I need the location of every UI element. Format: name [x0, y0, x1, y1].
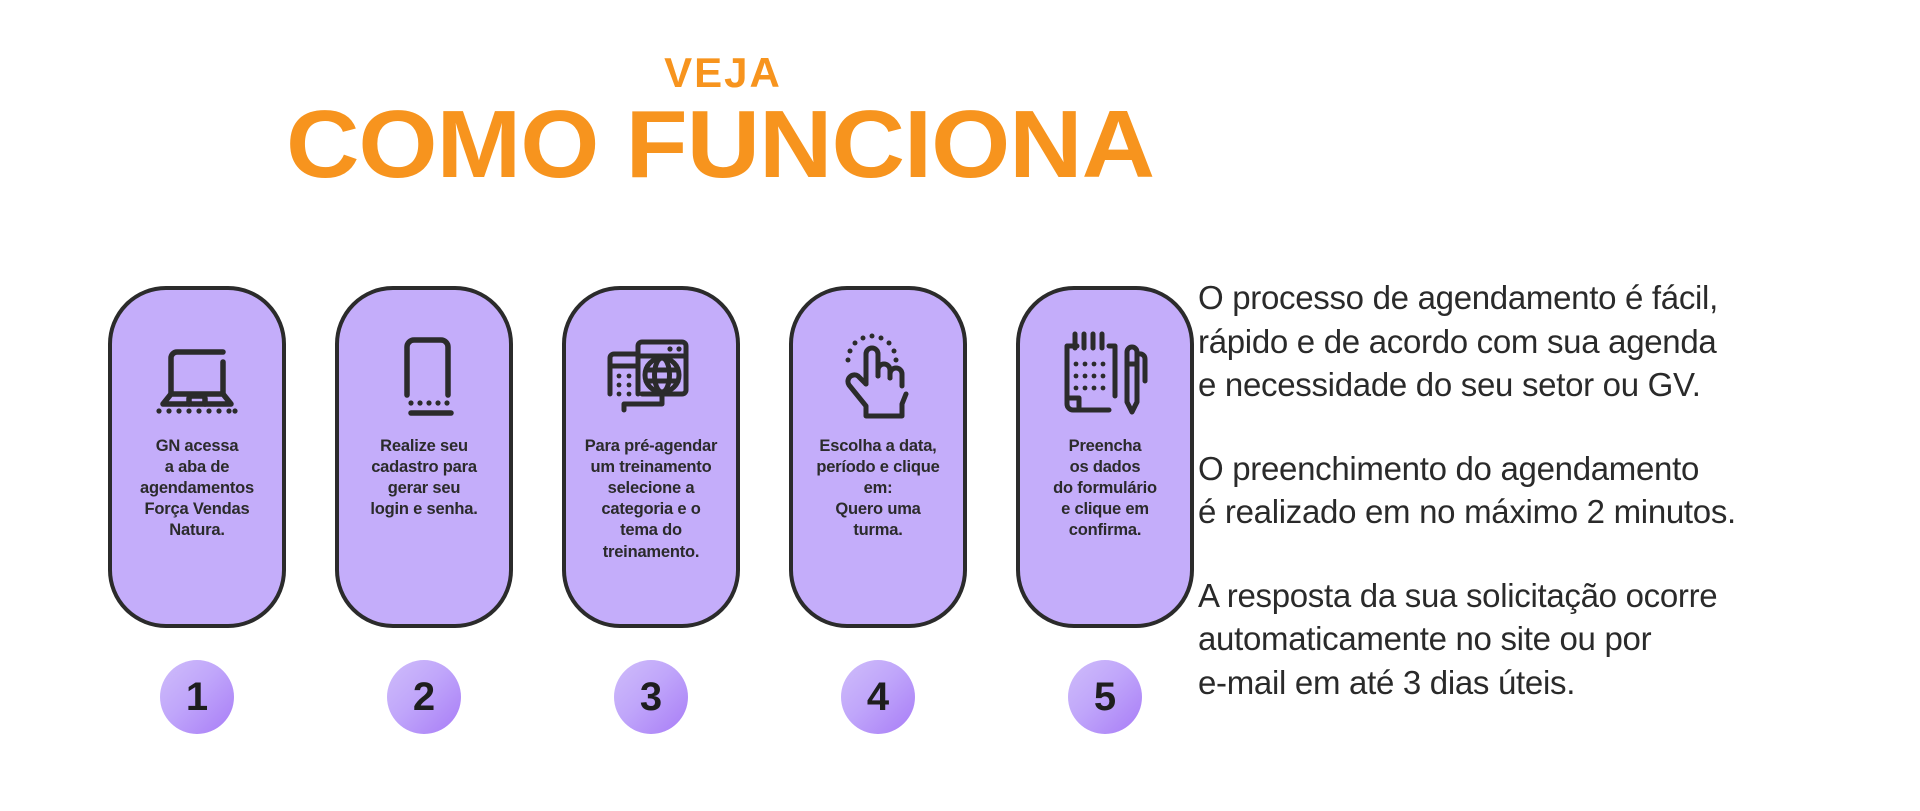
page-title: COMO FUNCIONA [285, 91, 1155, 198]
description-panel: O processo de agendamento é fácil, rápid… [1198, 276, 1898, 704]
step-number-row: 1 2 3 4 5 [108, 660, 1194, 734]
step-number-badge[interactable]: 4 [841, 660, 915, 734]
step-card-label: Para pré-agendar um treinamento selecion… [584, 437, 718, 561]
step-column-4: Escolha a data, período e clique em: Que… [789, 286, 967, 628]
description-paragraph-1: O processo de agendamento é fácil, rápid… [1198, 279, 1718, 404]
mobile-phone-icon [374, 328, 474, 424]
step-number-badge[interactable]: 1 [160, 660, 234, 734]
notepad-pen-icon [1055, 328, 1155, 424]
step-number-badge[interactable]: 5 [1068, 660, 1142, 734]
eyebrow-text: VEJA [664, 49, 782, 96]
description-paragraph-3: A resposta da sua solicitação ocorre aut… [1198, 576, 1718, 701]
step-card-5[interactable]: Preencha os dados do formulário e clique… [1016, 286, 1194, 628]
laptop-icon [147, 328, 247, 424]
step-card-4[interactable]: Escolha a data, período e clique em: Que… [789, 286, 967, 628]
step-column-3: Para pré-agendar um treinamento selecion… [562, 286, 740, 628]
step-card-label: Realize seu cadastro para gerar seu logi… [370, 437, 478, 519]
description-paragraph-2: O preenchimento do agendamento é realiza… [1198, 449, 1736, 531]
step-card-label: Preencha os dados do formulário e clique… [1053, 437, 1157, 540]
badge-slot-1: 1 [108, 660, 286, 734]
step-card-1[interactable]: GN acessa a aba de agendamentos Força Ve… [108, 286, 286, 628]
click-hand-icon [828, 328, 928, 424]
step-column-5: Preencha os dados do formulário e clique… [1016, 286, 1194, 628]
step-card-label: Escolha a data, período e clique em: Que… [816, 437, 940, 540]
step-card-label: GN acessa a aba de agendamentos Força Ve… [139, 437, 255, 540]
badge-slot-3: 3 [562, 660, 740, 734]
badge-slot-4: 4 [789, 660, 967, 734]
step-card-2[interactable]: Realize seu cadastro para gerar seu logi… [335, 286, 513, 628]
step-column-2: Realize seu cadastro para gerar seu logi… [335, 286, 513, 628]
badge-slot-2: 2 [335, 660, 513, 734]
browser-globe-icon [601, 328, 701, 424]
steps-row: GN acessa a aba de agendamentos Força Ve… [108, 286, 1194, 628]
step-number-badge[interactable]: 2 [387, 660, 461, 734]
step-card-3[interactable]: Para pré-agendar um treinamento selecion… [562, 286, 740, 628]
step-number-badge[interactable]: 3 [614, 660, 688, 734]
step-column-1: GN acessa a aba de agendamentos Força Ve… [108, 286, 286, 628]
page-header: VEJA COMO FUNCIONA [0, 52, 1440, 194]
badge-slot-5: 5 [1016, 660, 1194, 734]
